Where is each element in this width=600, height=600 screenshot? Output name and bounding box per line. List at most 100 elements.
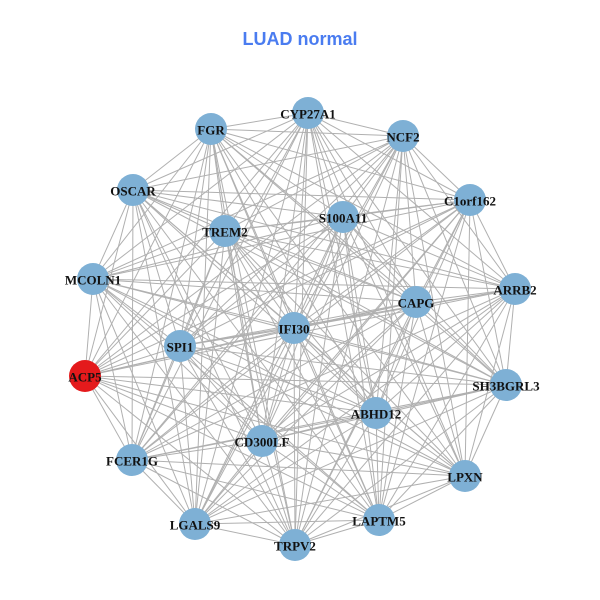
edge-SPI1-TRPV2 <box>179 345 296 546</box>
edge-C1orf162-LAPTM5 <box>378 199 471 521</box>
node-label: IFI30 <box>278 322 309 337</box>
node-label: LAPTM5 <box>352 514 406 529</box>
edge-CAPG-LGALS9 <box>194 301 417 525</box>
node-C1orf162[interactable]: C1orf162 <box>444 184 496 216</box>
edge-OSCAR-FCER1G <box>131 189 134 461</box>
edge-TREM2-MCOLN1 <box>92 230 226 280</box>
edge-ARRB2-FCER1G <box>131 288 516 461</box>
node-label: CAPG <box>398 296 435 311</box>
edge-OSCAR-CAPG <box>132 189 417 303</box>
node-label: MCOLN1 <box>65 273 121 288</box>
node-label: FGR <box>197 123 225 138</box>
edge-SPI1-LAPTM5 <box>179 345 380 521</box>
edge-CYP27A1-NCF2 <box>307 112 404 137</box>
edge-CYP27A1-ABHD12 <box>307 112 377 414</box>
node-SPI1[interactable]: SPI1 <box>164 330 196 362</box>
edge-SPI1-LPXN <box>179 345 466 477</box>
node-circle <box>292 97 324 129</box>
node-MCOLN1[interactable]: MCOLN1 <box>65 263 121 295</box>
edge-ACP5-LAPTM5 <box>84 375 380 521</box>
node-circle <box>360 397 392 429</box>
node-label: LPXN <box>447 470 483 485</box>
edge-FGR-CAPG <box>210 128 417 303</box>
edge-CYP27A1-MCOLN1 <box>92 112 309 280</box>
node-FCER1G[interactable]: FCER1G <box>106 444 158 476</box>
node-circle <box>246 425 278 457</box>
edge-S100A11-FCER1G <box>131 216 344 461</box>
edge-CD300LF-LPXN <box>261 440 466 477</box>
node-CD300LF[interactable]: CD300LF <box>235 425 290 457</box>
node-label: ACP5 <box>68 370 102 385</box>
edges <box>84 112 516 546</box>
edge-SH3BGRL3-LPXN <box>464 384 507 477</box>
edge-CYP27A1-C1orf162 <box>307 112 471 201</box>
node-LGALS9[interactable]: LGALS9 <box>170 508 221 540</box>
edge-ACP5-TRPV2 <box>84 375 296 546</box>
node-circle <box>490 369 522 401</box>
node-label: FCER1G <box>106 454 158 469</box>
node-LPXN[interactable]: LPXN <box>447 460 483 492</box>
edge-ACP5-ABHD12 <box>84 375 377 414</box>
node-FGR[interactable]: FGR <box>195 113 227 145</box>
edge-C1orf162-SPI1 <box>179 199 471 347</box>
edge-FCER1G-LPXN <box>131 459 466 477</box>
node-CYP27A1[interactable]: CYP27A1 <box>280 97 336 129</box>
edge-NCF2-ACP5 <box>84 135 404 377</box>
node-ARRB2[interactable]: ARRB2 <box>493 273 537 305</box>
node-ABHD12[interactable]: ABHD12 <box>351 397 402 429</box>
edge-ARRB2-SH3BGRL3 <box>505 288 516 386</box>
edge-NCF2-ABHD12 <box>375 135 404 414</box>
edge-C1orf162-MCOLN1 <box>92 199 471 280</box>
edge-MCOLN1-LPXN <box>92 278 466 477</box>
node-circle <box>116 444 148 476</box>
node-circle <box>195 113 227 145</box>
node-SH3BGRL3[interactable]: SH3BGRL3 <box>472 369 540 401</box>
node-label: ARRB2 <box>493 283 536 298</box>
node-OSCAR[interactable]: OSCAR <box>110 174 156 206</box>
edge-CYP27A1-FGR <box>210 112 309 130</box>
edge-ARRB2-LPXN <box>464 288 516 477</box>
node-LAPTM5[interactable]: LAPTM5 <box>352 504 406 536</box>
edge-OSCAR-SPI1 <box>132 189 181 347</box>
edge-NCF2-OSCAR <box>132 135 404 191</box>
edge-NCF2-SH3BGRL3 <box>402 135 507 386</box>
edge-C1orf162-IFI30 <box>293 199 471 329</box>
node-TRPV2[interactable]: TRPV2 <box>274 529 316 561</box>
edge-FGR-NCF2 <box>210 128 404 137</box>
node-NCF2[interactable]: NCF2 <box>386 120 420 152</box>
edge-S100A11-CAPG <box>342 216 417 303</box>
edge-TREM2-CAPG <box>224 230 417 303</box>
node-label: TREM2 <box>202 225 248 240</box>
node-TREM2[interactable]: TREM2 <box>202 215 248 247</box>
node-circle <box>179 508 211 540</box>
node-circle <box>77 263 109 295</box>
edge-ARRB2-LGALS9 <box>194 288 516 525</box>
edge-ARRB2-LAPTM5 <box>378 288 516 521</box>
edge-S100A11-LGALS9 <box>194 216 344 525</box>
edge-LPXN-LAPTM5 <box>378 475 466 521</box>
edge-CAPG-FCER1G <box>131 301 417 461</box>
edge-S100A11-ACP5 <box>84 216 344 377</box>
edge-SH3BGRL3-LAPTM5 <box>378 384 507 521</box>
node-circle <box>164 330 196 362</box>
edge-TREM2-SH3BGRL3 <box>224 230 507 386</box>
edge-S100A11-LPXN <box>342 216 466 477</box>
edge-MCOLN1-SPI1 <box>92 278 181 347</box>
edge-MCOLN1-CAPG <box>92 278 417 303</box>
edge-OSCAR-MCOLN1 <box>92 189 134 280</box>
edge-FGR-S100A11 <box>210 128 344 218</box>
edge-SPI1-ABHD12 <box>179 345 377 414</box>
edge-C1orf162-LPXN <box>464 199 471 477</box>
edge-LGALS9-LAPTM5 <box>194 519 380 525</box>
node-CAPG[interactable]: CAPG <box>398 286 435 318</box>
edge-TREM2-LAPTM5 <box>224 230 380 521</box>
node-IFI30[interactable]: IFI30 <box>278 312 310 344</box>
node-S100A11[interactable]: S100A11 <box>319 201 367 233</box>
node-ACP5[interactable]: ACP5 <box>68 360 102 392</box>
edge-LPXN-LGALS9 <box>194 475 466 525</box>
node-label: SPI1 <box>167 340 194 355</box>
edge-TREM2-LPXN <box>224 230 466 477</box>
edge-FGR-SH3BGRL3 <box>210 128 507 386</box>
